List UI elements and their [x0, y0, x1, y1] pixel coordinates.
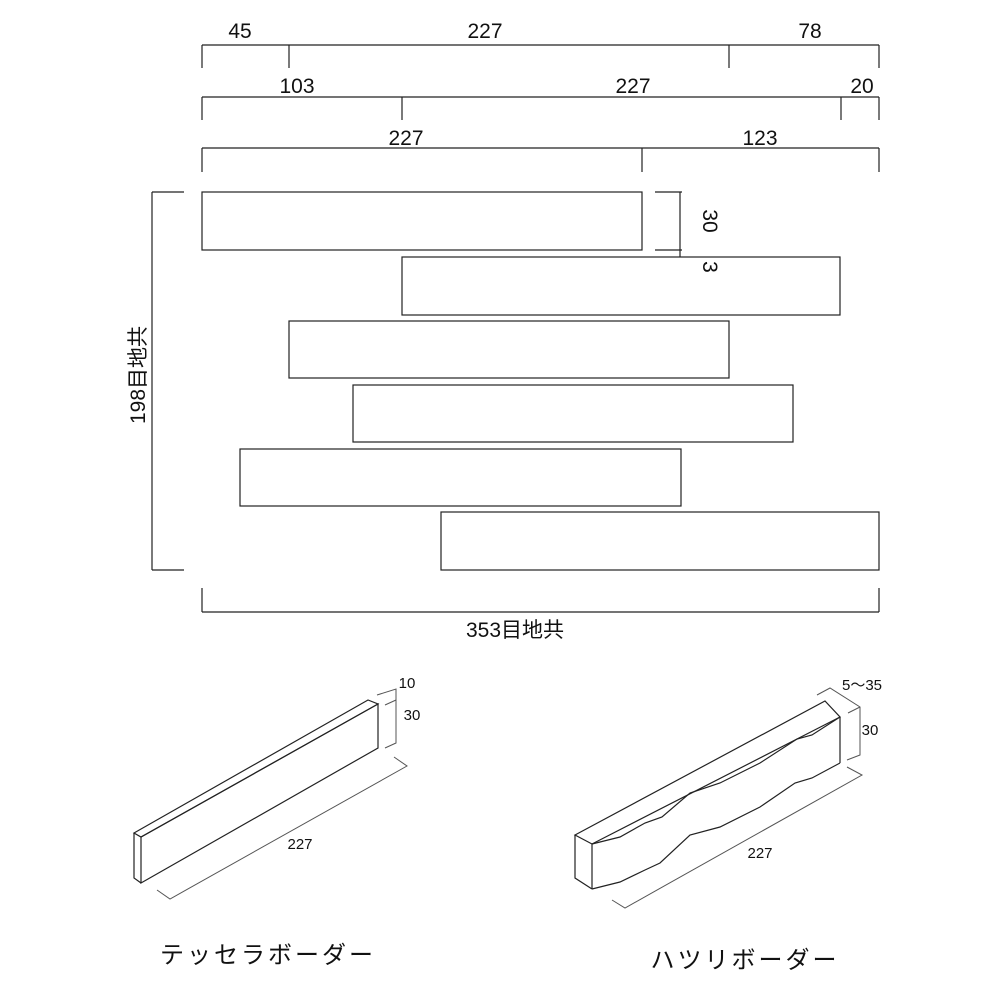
tile-layout — [201, 191, 880, 571]
hatsuri-caption: ハツリボーダー — [651, 947, 840, 974]
tile — [352, 384, 794, 443]
tessera-thickness-label: 10 — [399, 675, 416, 692]
tile — [239, 448, 682, 507]
hatsuri-length-label: 227 — [747, 845, 772, 862]
tile — [440, 511, 880, 571]
tessera-length-label: 227 — [287, 836, 312, 853]
dim-label: 78 — [798, 20, 821, 43]
dim-label: 227 — [615, 75, 650, 98]
hatsuri-height-label: 30 — [862, 722, 879, 739]
dimension-row-2: 103 227 20 — [201, 75, 880, 120]
joint-label: 3 — [698, 261, 721, 273]
hatsuri-thickness-label: 5～35 — [842, 677, 882, 694]
dim-label: 103 — [279, 75, 314, 98]
tile-height-label: 30 — [698, 209, 721, 232]
tessera-caption: テッセラボーダー — [160, 942, 376, 969]
hatsuri-border-drawing: 5～35 30 227 — [573, 677, 882, 909]
width-total-label: 353目地共 — [466, 619, 564, 642]
dim-label: 123 — [742, 127, 777, 150]
dim-label: 227 — [467, 20, 502, 43]
tile-height-dimension: 30 3 — [655, 191, 721, 273]
height-total-dimension: 198目地共 — [127, 191, 184, 571]
tile — [288, 320, 730, 379]
dim-label: 20 — [850, 75, 873, 98]
tile — [201, 191, 643, 251]
tessera-border-drawing: 10 30 227 — [132, 675, 421, 900]
dim-label: 227 — [388, 127, 423, 150]
tile — [401, 256, 841, 316]
dim-label: 45 — [228, 20, 251, 43]
tessera-height-label: 30 — [404, 707, 421, 724]
width-total-dimension: 353目地共 — [201, 588, 880, 642]
dimension-row-3: 227 123 — [201, 127, 880, 172]
dimension-row-1: 45 227 78 — [201, 20, 880, 68]
height-total-label: 198目地共 — [127, 326, 150, 424]
